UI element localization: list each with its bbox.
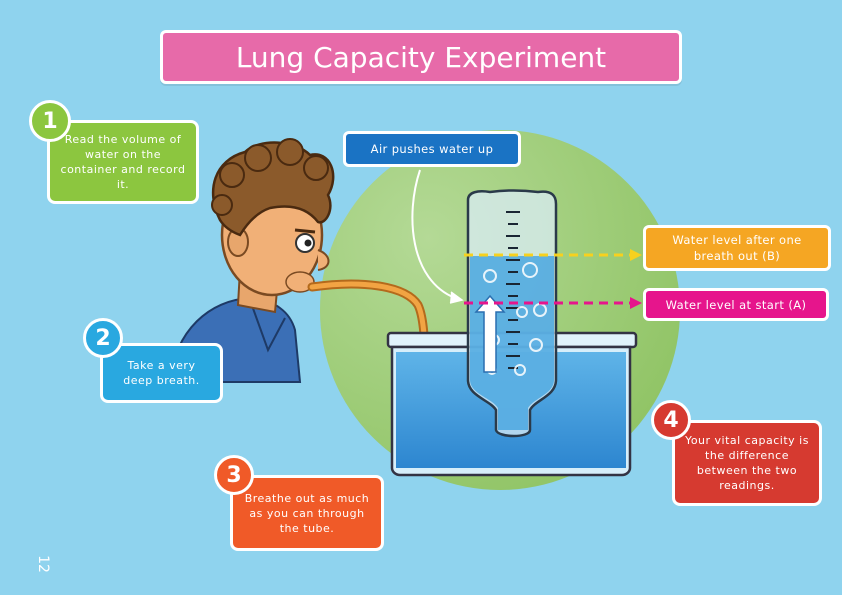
level-start-text: Water level at start (A) [665, 297, 807, 312]
step-1-text: Read the volume of water on the containe… [60, 133, 186, 191]
air-pushes-callout: Air pushes water up [343, 131, 521, 167]
air-pushes-text: Air pushes water up [370, 142, 494, 156]
measuring-bottle [466, 189, 558, 438]
step-2-number: 2 [95, 325, 111, 351]
step-4-number: 4 [663, 407, 679, 433]
step-2-box: Take a very deep breath. [100, 343, 223, 403]
level-after-callout: Water level after one breath out (B) [643, 225, 831, 271]
step-4-text: Your vital capacity is the difference be… [685, 434, 809, 492]
page-number: 12 [34, 555, 51, 573]
level-after-text: Water level after one breath out (B) [672, 233, 802, 263]
step-1-box: Read the volume of water on the containe… [47, 120, 199, 204]
step-4-box: Your vital capacity is the difference be… [672, 420, 822, 506]
page-title: Lung Capacity Experiment [160, 30, 682, 84]
step-2-text: Take a very deep breath. [123, 359, 200, 387]
air-bubbles [483, 262, 547, 376]
step-3-box: Breathe out as much as you can through t… [230, 475, 384, 551]
step-1-number: 1 [42, 108, 58, 134]
step-3-badge: 3 [214, 455, 254, 495]
step-2-badge: 2 [83, 318, 123, 358]
step-1-badge: 1 [29, 100, 71, 142]
scale-marks [506, 211, 520, 369]
step-3-text: Breathe out as much as you can through t… [244, 491, 370, 535]
step-3-number: 3 [226, 462, 242, 488]
air-pointer-arrow [411, 169, 456, 299]
step-4-badge: 4 [651, 400, 691, 440]
level-start-callout: Water level at start (A) [643, 288, 829, 321]
